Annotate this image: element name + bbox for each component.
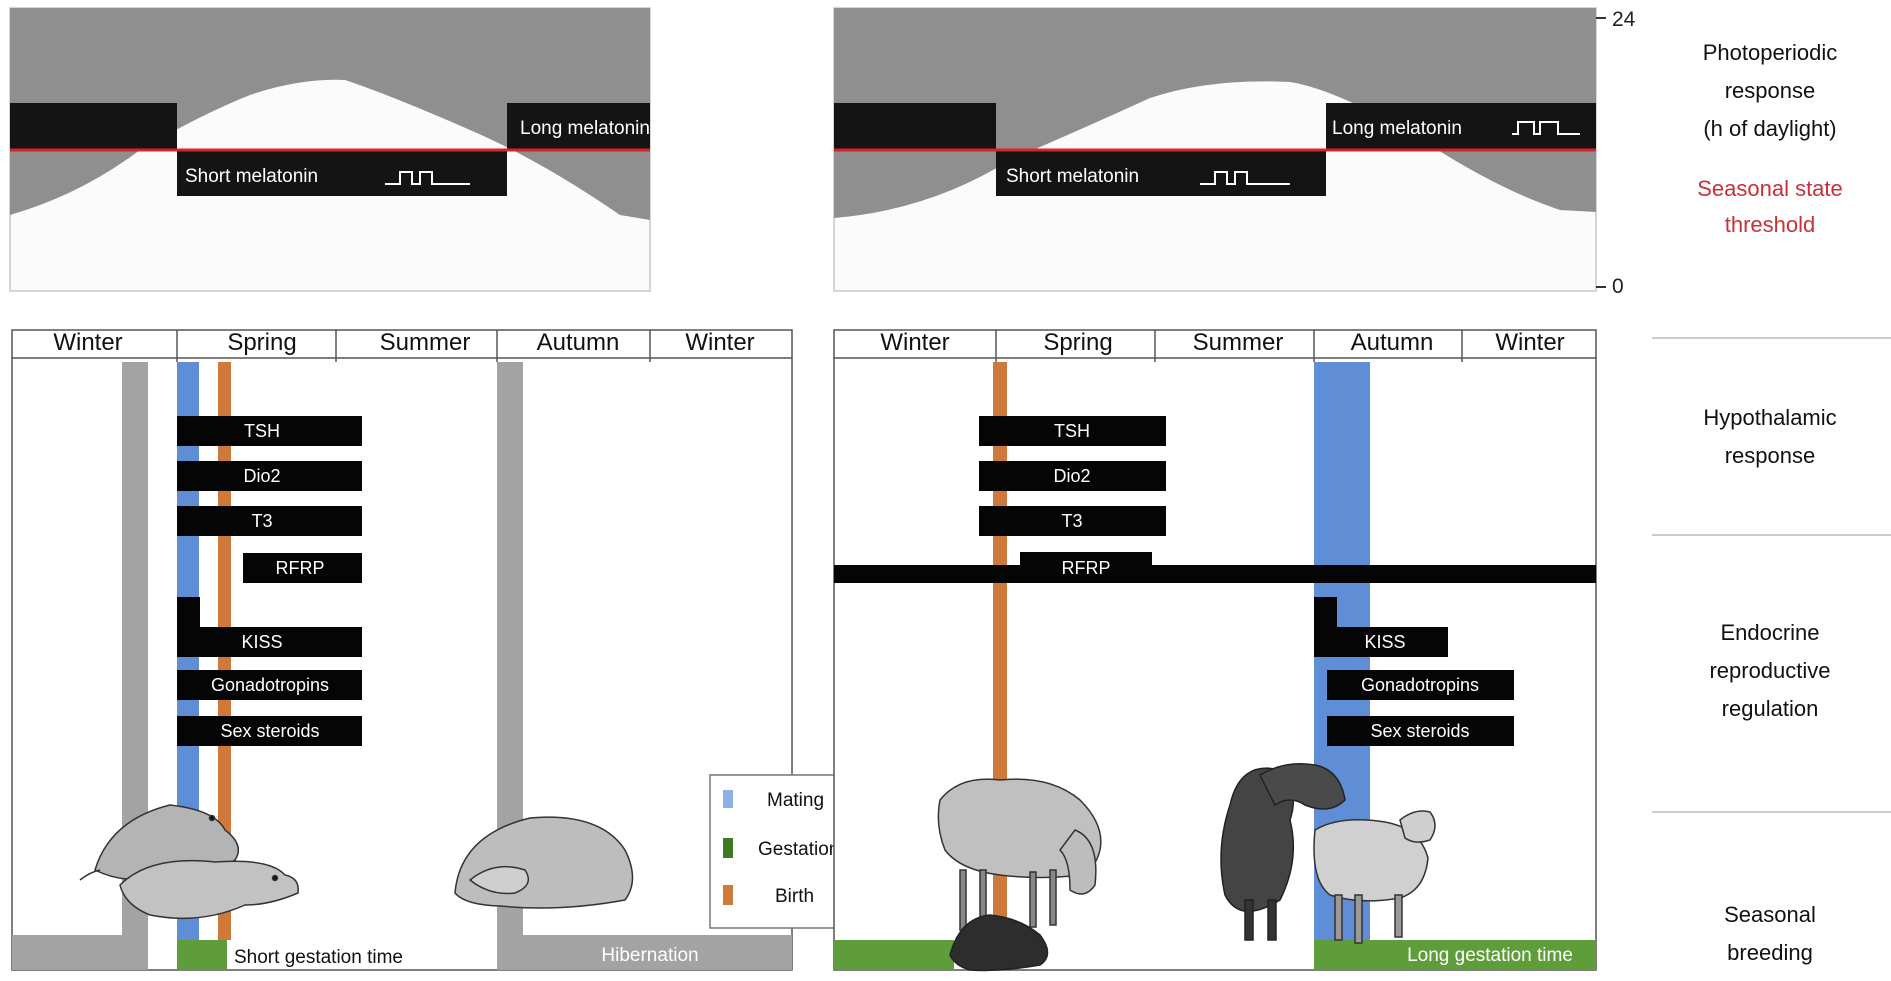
left-long-night-block-1 bbox=[10, 103, 177, 149]
right-season-spring: Spring bbox=[1043, 329, 1112, 356]
left-long-melatonin-pulse-icon bbox=[695, 121, 745, 135]
ewe-grazing-illustration bbox=[937, 778, 1102, 936]
left-bar-dio2 bbox=[177, 461, 362, 491]
left-season-spring: Spring bbox=[227, 329, 296, 356]
ram-dark-illustration bbox=[1220, 763, 1346, 941]
right-bar-rfrp bbox=[834, 552, 1596, 583]
hypothalamic-label-line-2: response bbox=[1725, 443, 1816, 468]
left-gestation-label: Short gestation time bbox=[234, 947, 403, 968]
hypothalamic-label-line-1: Hypothalamic bbox=[1703, 405, 1836, 430]
legend-birth-label: Birth bbox=[775, 886, 814, 907]
left-short-melatonin-pulse-icon bbox=[385, 171, 470, 185]
left-season-summer: Summer bbox=[380, 329, 471, 356]
left-long-night-block-2 bbox=[507, 103, 650, 149]
right-bar-t3 bbox=[979, 506, 1166, 536]
left-bar-kiss bbox=[177, 597, 362, 657]
left-bar-sex-steroids bbox=[177, 716, 362, 746]
left-bar-tsh-label: TSH bbox=[244, 421, 280, 441]
right-bar-dio2 bbox=[979, 461, 1166, 491]
breeding-label-line-2: breeding bbox=[1727, 940, 1813, 965]
photoperiodic-label-line-1: Photoperiodic bbox=[1703, 40, 1838, 65]
right-bar-sex-steroids-label: Sex steroids bbox=[1370, 721, 1469, 741]
right-photoperiod-panel: Short melatonin Long melatonin bbox=[833, 7, 1597, 292]
legend-gestation-label: Gestation bbox=[758, 839, 839, 860]
left-cycle-panel: Winter Spring Summer Autumn Winter Hiber… bbox=[11, 329, 793, 971]
hibernating-rodent-illustration bbox=[454, 816, 634, 909]
left-bar-kiss-label: KISS bbox=[241, 632, 282, 652]
right-short-melatonin-block bbox=[996, 150, 1326, 196]
right-bar-kiss bbox=[1314, 597, 1448, 657]
right-short-melatonin-label: Short melatonin bbox=[1006, 166, 1139, 187]
right-gestation-bar-2 bbox=[1314, 940, 1596, 970]
breeding-label-line-1: Seasonal bbox=[1724, 902, 1816, 927]
right-bar-sex-steroids bbox=[1327, 716, 1514, 746]
right-long-melatonin-label: Long melatonin bbox=[1332, 118, 1462, 139]
right-gestation-bar-1 bbox=[834, 940, 954, 970]
endocrine-label-line-1: Endocrine bbox=[1720, 620, 1819, 645]
left-bar-rfrp bbox=[243, 553, 362, 583]
left-bar-t3-label: T3 bbox=[251, 511, 272, 531]
right-bar-rfrp-label: RFRP bbox=[1062, 558, 1111, 578]
photoperiodic-label-line-2: response bbox=[1725, 78, 1816, 103]
left-hibernation-channel-1 bbox=[12, 362, 148, 970]
right-bar-gonadotropins bbox=[1327, 670, 1514, 700]
legend-birth-swatch bbox=[723, 885, 733, 905]
right-cycle-frame bbox=[833, 329, 1597, 971]
left-short-melatonin-label: Short melatonin bbox=[185, 166, 318, 187]
endocrine-label-line-2: reproductive bbox=[1709, 658, 1830, 683]
right-season-winter-1: Winter bbox=[880, 329, 949, 356]
rodents-mating-illustration bbox=[79, 804, 299, 920]
right-bar-tsh bbox=[979, 416, 1166, 446]
right-short-melatonin-pulse-icon bbox=[1200, 171, 1290, 185]
left-hibernation-label: Hibernation bbox=[601, 945, 698, 966]
right-bar-t3-label: T3 bbox=[1061, 511, 1082, 531]
right-season-winter-2: Winter bbox=[1495, 329, 1564, 356]
right-gestation-label: Long gestation time bbox=[1407, 945, 1573, 966]
left-bar-gonadotropins-label: Gonadotropins bbox=[211, 675, 329, 695]
left-bar-sex-steroids-label: Sex steroids bbox=[220, 721, 319, 741]
threshold-label-line-2: threshold bbox=[1725, 212, 1816, 237]
right-bar-kiss-label: KISS bbox=[1364, 632, 1405, 652]
left-daylight-curve bbox=[10, 8, 650, 220]
threshold-label-line-1: Seasonal state bbox=[1697, 176, 1843, 201]
right-long-night-block-1 bbox=[834, 103, 996, 149]
left-short-melatonin-block bbox=[177, 150, 507, 196]
axis-top-label: 24 bbox=[1612, 8, 1636, 31]
left-bar-gonadotropins bbox=[177, 670, 362, 700]
left-gestation-bar bbox=[177, 940, 227, 970]
left-season-winter-1: Winter bbox=[53, 329, 122, 356]
legend-mating-label: Mating bbox=[767, 790, 824, 811]
left-bar-rfrp-label: RFRP bbox=[276, 558, 325, 578]
endocrine-label-line-3: regulation bbox=[1722, 696, 1819, 721]
right-season-summer: Summer bbox=[1193, 329, 1284, 356]
left-season-autumn: Autumn bbox=[537, 329, 620, 356]
left-bar-tsh bbox=[177, 416, 362, 446]
left-bar-t3 bbox=[177, 506, 362, 536]
right-long-night-block-2 bbox=[1326, 103, 1596, 149]
side-labels: Photoperiodic response (h of daylight) S… bbox=[1652, 40, 1891, 965]
left-bar-dio2-label: Dio2 bbox=[243, 466, 280, 486]
left-season-winter-2: Winter bbox=[685, 329, 754, 356]
right-cycle-panel: Winter Spring Summer Autumn Winter TSH D… bbox=[833, 329, 1597, 972]
right-bar-gonadotropins-label: Gonadotropins bbox=[1361, 675, 1479, 695]
legend-gestation-swatch bbox=[723, 838, 733, 858]
left-long-melatonin-label: Long melatonin bbox=[520, 118, 650, 139]
ewe-light-illustration bbox=[1313, 810, 1436, 944]
left-photoperiod-panel: Short melatonin Long melatonin bbox=[9, 7, 745, 292]
legend-mating-swatch bbox=[723, 790, 733, 808]
axis-bottom-label: 0 bbox=[1612, 275, 1624, 298]
right-long-melatonin-pulse-icon bbox=[1512, 121, 1580, 135]
right-bar-tsh-label: TSH bbox=[1054, 421, 1090, 441]
lamb-lying-illustration bbox=[949, 914, 1049, 972]
photoperiodic-label-line-3: (h of daylight) bbox=[1703, 116, 1836, 141]
right-daylight-curve bbox=[834, 8, 1596, 218]
right-season-autumn: Autumn bbox=[1351, 329, 1434, 356]
right-bar-dio2-label: Dio2 bbox=[1053, 466, 1090, 486]
